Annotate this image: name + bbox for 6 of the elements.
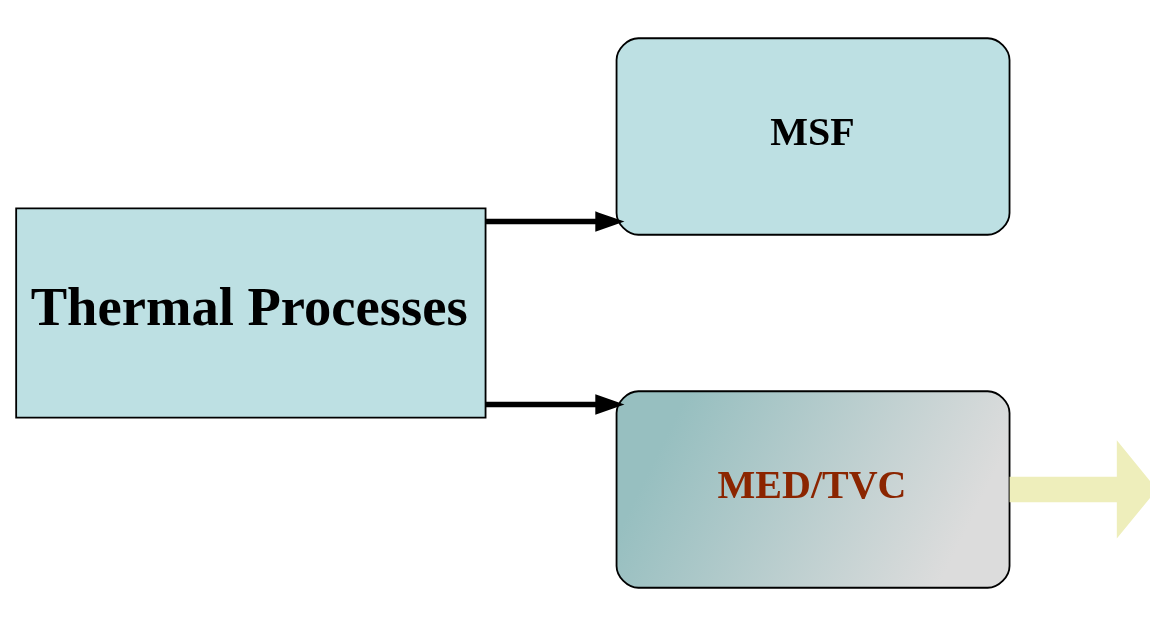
- node-box: Thermal Processes: [15, 207, 487, 419]
- node-box: MED/TVC: [615, 390, 1011, 589]
- node-box: MSF: [615, 37, 1011, 236]
- arrow: [1009, 440, 1150, 539]
- arrow: [486, 211, 625, 232]
- arrow: [486, 394, 625, 415]
